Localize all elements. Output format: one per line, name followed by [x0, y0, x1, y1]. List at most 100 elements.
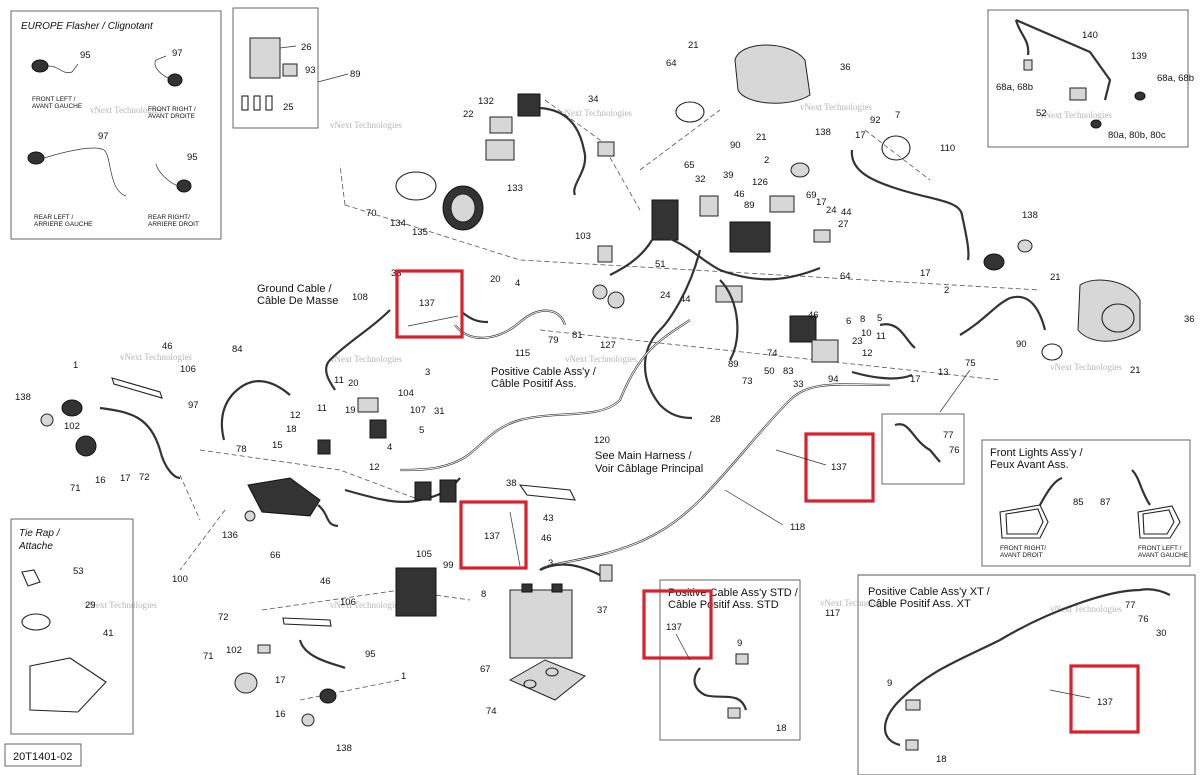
svg-text:127: 127 — [600, 340, 616, 351]
svg-text:Câble Positif Ass. STD: Câble Positif Ass. STD — [668, 599, 779, 611]
svg-text:72: 72 — [139, 472, 150, 483]
svg-text:39: 39 — [723, 170, 734, 181]
svg-text:53: 53 — [73, 566, 84, 577]
flasher-rear-left — [27, 151, 45, 165]
svg-text:110: 110 — [940, 143, 955, 154]
svg-text:38: 38 — [506, 478, 517, 489]
svg-text:9: 9 — [737, 638, 742, 649]
svg-text:46: 46 — [541, 533, 552, 544]
diagram-id-box: 20T1401-02 — [4, 743, 82, 767]
svg-text:75: 75 — [965, 358, 976, 369]
svg-text:68a, 68b: 68a, 68b — [996, 82, 1033, 93]
svg-text:134: 134 — [390, 218, 406, 229]
svg-text:2: 2 — [944, 285, 949, 296]
svg-text:46: 46 — [162, 341, 173, 352]
svg-text:vNext Technologies: vNext Technologies — [120, 352, 192, 362]
svg-text:85: 85 — [1073, 497, 1084, 508]
highlight-137-xt[interactable]: 137 — [1049, 664, 1140, 734]
svg-text:97: 97 — [172, 48, 183, 59]
svg-text:vNext Technologies: vNext Technologies — [1050, 362, 1122, 372]
svg-text:vNext Technologies: vNext Technologies — [565, 354, 637, 364]
svg-text:12: 12 — [369, 462, 380, 473]
watermarks: vNext Technologies vNext Technologies vN… — [85, 102, 1122, 614]
svg-text:30: 30 — [1156, 628, 1167, 639]
svg-text:74: 74 — [767, 348, 778, 359]
svg-text:ARRIERE DROIT: ARRIERE DROIT — [148, 221, 199, 228]
svg-text:135: 135 — [412, 227, 428, 238]
svg-text:ARRIERE GAUCHE: ARRIERE GAUCHE — [34, 221, 93, 228]
svg-text:97: 97 — [98, 131, 109, 142]
svg-text:32: 32 — [695, 174, 706, 185]
svg-text:64: 64 — [666, 58, 677, 69]
svg-text:18: 18 — [286, 424, 297, 435]
svg-text:36: 36 — [1184, 314, 1195, 325]
svg-text:Positive Cable Ass'y STD /: Positive Cable Ass'y STD / — [668, 587, 799, 599]
svg-text:21: 21 — [1050, 272, 1061, 283]
svg-text:68a, 68b: 68a, 68b — [1157, 73, 1194, 84]
svg-text:10: 10 — [861, 328, 872, 339]
svg-text:90: 90 — [1016, 339, 1027, 350]
highlight-137-std[interactable]: 137 — [642, 589, 713, 661]
callout-positive-cable-line2: Câble Positif Ass. — [491, 378, 577, 390]
svg-text:104: 104 — [398, 388, 414, 399]
highlight-137-positive[interactable]: 137 — [459, 500, 528, 570]
callouts: Ground Cable / Câble De Masse Positive C… — [257, 283, 703, 475]
svg-text:27: 27 — [838, 219, 849, 230]
svg-text:1: 1 — [401, 671, 406, 682]
svg-text:126: 126 — [752, 177, 768, 188]
highlight-boxes: 137 137 137 137 137 — [395, 269, 1140, 734]
svg-text:52: 52 — [1036, 108, 1047, 119]
svg-text:105: 105 — [416, 549, 432, 560]
svg-text:15: 15 — [272, 440, 283, 451]
svg-text:70: 70 — [366, 208, 377, 219]
callout-main-harness-line1: See Main Harness / — [595, 450, 693, 462]
svg-text:FRONT RIGHT /: FRONT RIGHT / — [148, 106, 196, 113]
svg-text:77: 77 — [943, 430, 954, 441]
svg-text:FRONT LEFT /: FRONT LEFT / — [1138, 545, 1182, 552]
panel-rear-light-harness: 140 139 68a, 68b 68a, 68b 52 80a, 80b, 8… — [987, 9, 1194, 148]
svg-text:107: 107 — [410, 405, 426, 416]
svg-text:11: 11 — [334, 375, 344, 386]
svg-text:25: 25 — [283, 102, 294, 113]
svg-text:18: 18 — [936, 754, 947, 765]
svg-text:9: 9 — [887, 678, 892, 689]
svg-text:138: 138 — [336, 743, 352, 754]
svg-text:1: 1 — [73, 360, 78, 371]
svg-text:AVANT GAUCHE: AVANT GAUCHE — [32, 103, 83, 110]
svg-text:50: 50 — [764, 366, 775, 377]
svg-text:99: 99 — [443, 560, 454, 571]
panel-tie-rap: Tie Rap / Attache 53 29 41 — [10, 518, 134, 735]
fuse-box — [249, 37, 281, 79]
callout-ground-cable-line2: Câble De Masse — [257, 295, 338, 307]
highlight-137-right[interactable]: 137 — [775, 432, 875, 503]
svg-text:137: 137 — [831, 462, 847, 473]
svg-text:5: 5 — [419, 425, 424, 436]
svg-text:22: 22 — [463, 109, 474, 120]
callout-main-harness-line2: Voir Câblage Principal — [595, 463, 703, 475]
svg-text:vNext Technologies: vNext Technologies — [330, 600, 402, 610]
svg-text:65: 65 — [684, 160, 695, 171]
svg-text:12: 12 — [862, 348, 873, 359]
svg-text:73: 73 — [742, 376, 753, 387]
top-center-components: 132 22 133 34 70 134 135 103 81 127 65 3… — [366, 40, 970, 351]
svg-text:80a, 80b, 80c: 80a, 80b, 80c — [1108, 130, 1166, 141]
highlight-137-ground[interactable]: 137 — [395, 269, 464, 339]
lower-center-components: 136 66 100 38 43 46 3 37 105 99 8 67 74 — [172, 477, 613, 717]
svg-text:87: 87 — [1100, 497, 1111, 508]
svg-text:36: 36 — [840, 62, 851, 73]
svg-text:11: 11 — [317, 403, 327, 414]
svg-text:4: 4 — [387, 442, 392, 453]
battery — [509, 589, 573, 659]
svg-text:138: 138 — [15, 392, 31, 403]
svg-text:137: 137 — [1097, 697, 1113, 708]
svg-text:33: 33 — [793, 379, 804, 390]
svg-text:5: 5 — [877, 313, 882, 324]
svg-text:37: 37 — [597, 605, 608, 616]
svg-text:18: 18 — [776, 723, 787, 734]
svg-text:21: 21 — [1130, 365, 1141, 376]
svg-text:44: 44 — [841, 207, 852, 218]
center-harness: 28 89 73 50 74 83 33 46 94 6 10 23 12 8 … — [609, 233, 949, 425]
svg-text:vNext Technologies: vNext Technologies — [1040, 110, 1112, 120]
svg-text:vNext Technologies: vNext Technologies — [85, 600, 157, 610]
svg-text:6: 6 — [846, 316, 851, 327]
